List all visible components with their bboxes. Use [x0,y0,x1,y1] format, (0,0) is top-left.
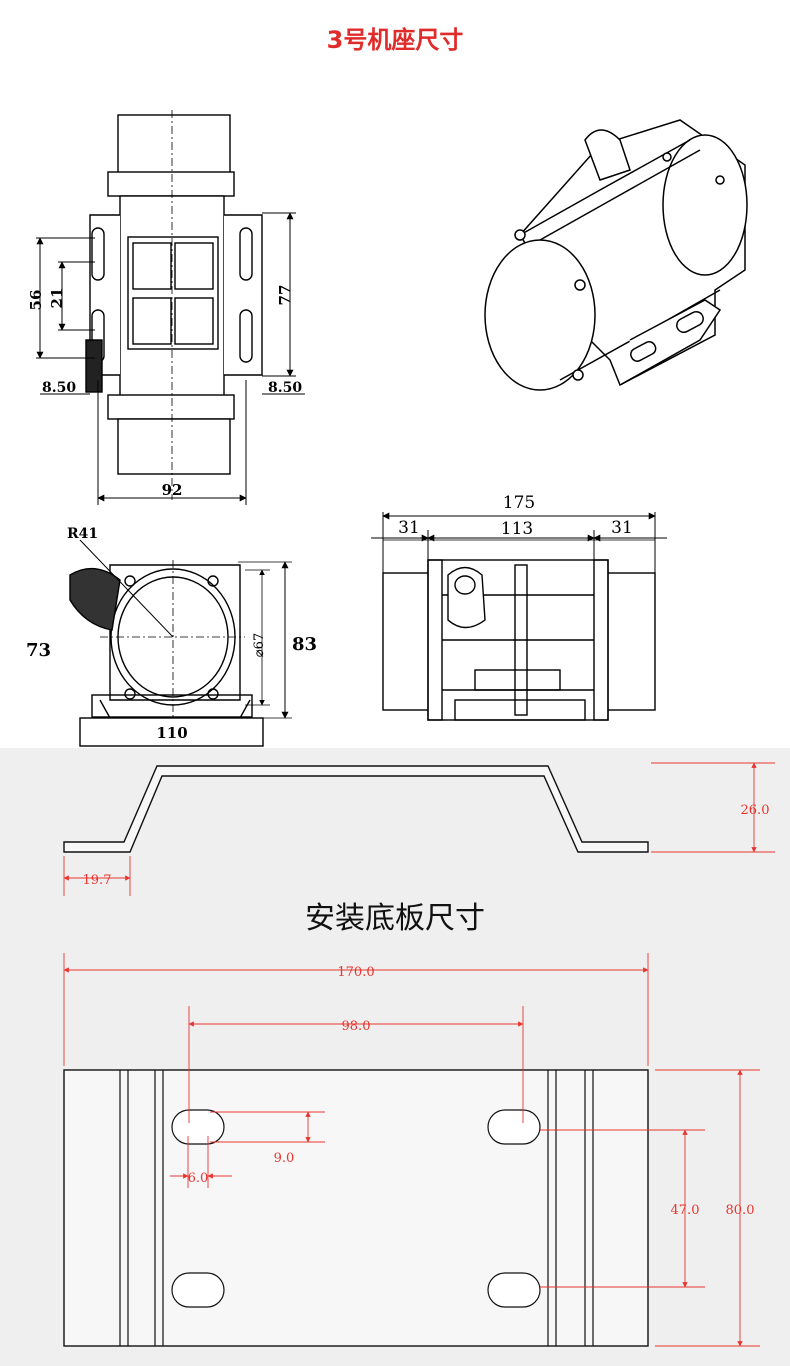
dim-83-label: 83 [292,634,317,655]
dim-73-label: 73 [26,640,51,661]
radius-label: R41 [67,526,98,542]
hole-vertical-label: 47.0 [671,1203,700,1218]
slot-width-label: 6.0 [188,1171,209,1186]
dim-right-850-label: 8.50 [268,380,302,396]
dim-31-left-label: 31 [398,518,420,538]
slot-height-label: 9.0 [274,1151,295,1166]
isometric-motor-illustration [484,119,748,391]
plate-title: 安装底板尺寸 [305,901,485,936]
top-view-drawing: 56 21 77 8.50 8.50 92 [26,110,748,747]
dim-110-label: 110 [156,724,187,742]
mounting-plate-drawing: 26.0 19.7 170.0 98.0 9.0 6.0 47.0 80.0 [63,762,775,1347]
dim-92-label: 92 [162,481,183,499]
dim-21-label: 21 [48,288,66,309]
overall-length-label: 170.0 [337,965,374,980]
plate-width-label: 80.0 [726,1203,755,1218]
dim-left-850-label: 8.50 [42,380,76,396]
dim-31-right-label: 31 [611,518,633,538]
dim-175-label: 175 [503,493,535,513]
profile-height-label: 26.0 [741,803,770,818]
flange-label: 19.7 [83,873,112,888]
hole-spacing-label: 98.0 [342,1019,371,1034]
dim-56-label: 56 [27,290,45,311]
dim-113-label: 113 [501,519,533,539]
dim-77-label: 77 [276,285,294,306]
diameter-label: ⌀67 [252,633,267,657]
motor-frame-title: 3号机座尺寸 [326,26,464,54]
